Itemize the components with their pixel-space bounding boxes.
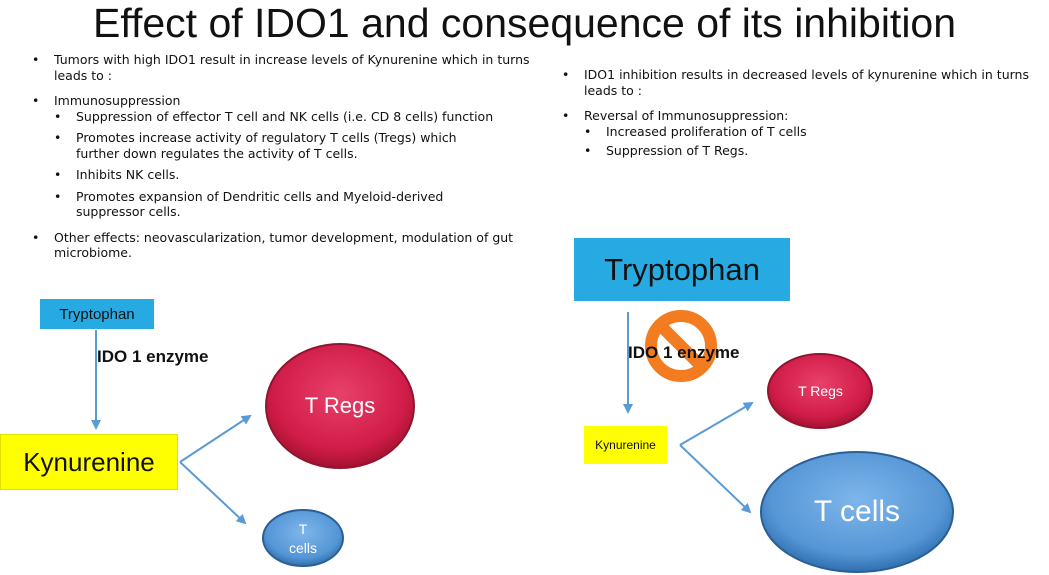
sub-bullet-item: Increased proliferation of T cells: [584, 124, 1047, 140]
bullet-item: IDO1 inhibition results in decreased lev…: [562, 67, 1047, 98]
tregs-label-right: T Regs: [798, 383, 843, 399]
tcells-label-line1: T: [298, 520, 308, 537]
tcells-label-right: T cells: [813, 495, 901, 528]
bullet-item: Reversal of Immunosuppression: Increased…: [562, 108, 1047, 159]
tcells-label-left: T cells: [263, 510, 343, 567]
tcells-ellipse-left: [262, 509, 344, 567]
kynurenine-box-right: Kynurenine: [584, 426, 667, 464]
sub-bullet-list: Suppression of effector T cell and NK ce…: [54, 109, 542, 220]
sub-bullet-item: Promotes increase activity of regulatory…: [54, 130, 476, 161]
bullet-text: Immunosuppression: [54, 93, 181, 108]
tryptophan-box-left: Tryptophan: [40, 299, 154, 329]
kynurenine-box-left: Kynurenine: [0, 434, 178, 490]
ido1-enzyme-label-right: IDO 1 enzyme: [628, 343, 740, 362]
ido1-enzyme-label-left: IDO 1 enzyme: [97, 347, 209, 366]
tregs-ellipse-left: [265, 343, 415, 469]
tcells-ellipse-right: [760, 451, 954, 573]
tregs-label-left: T Regs: [304, 393, 376, 418]
sub-bullet-item: Suppression of effector T cell and NK ce…: [54, 109, 542, 125]
sub-bullet-item: Inhibits NK cells.: [54, 167, 542, 183]
right-bullet-list: IDO1 inhibition results in decreased lev…: [562, 67, 1047, 169]
sub-bullet-item: Suppression of T Regs.: [584, 143, 1047, 159]
bullet-item: Tumors with high IDO1 result in increase…: [32, 52, 542, 83]
tryptophan-box-right: Tryptophan: [574, 238, 790, 301]
slide-title: Effect of IDO1 and consequence of its in…: [92, 0, 957, 46]
tregs-ellipse-right: [767, 353, 873, 429]
arrow-kynurenine-to-tregs-left: [179, 414, 252, 463]
arrow-kynurenine-to-tregs-right: [679, 401, 754, 446]
bullet-text: Reversal of Immunosuppression:: [584, 108, 789, 123]
bullet-item: Immunosuppression Suppression of effecto…: [32, 93, 542, 220]
tcells-label-line2: cells: [288, 539, 317, 556]
sub-bullet-list: Increased proliferation of T cells Suppr…: [584, 124, 1047, 159]
bullet-item: Other effects: neovascularization, tumor…: [32, 230, 542, 261]
sub-bullet-item: Promotes expansion of Dendritic cells an…: [54, 189, 476, 220]
arrow-kynurenine-to-tcells-right: [679, 444, 752, 514]
arrow-kynurenine-to-tcells-left: [179, 461, 247, 525]
prohibition-icon: [645, 310, 717, 382]
left-bullet-list: Tumors with high IDO1 result in increase…: [32, 52, 542, 271]
